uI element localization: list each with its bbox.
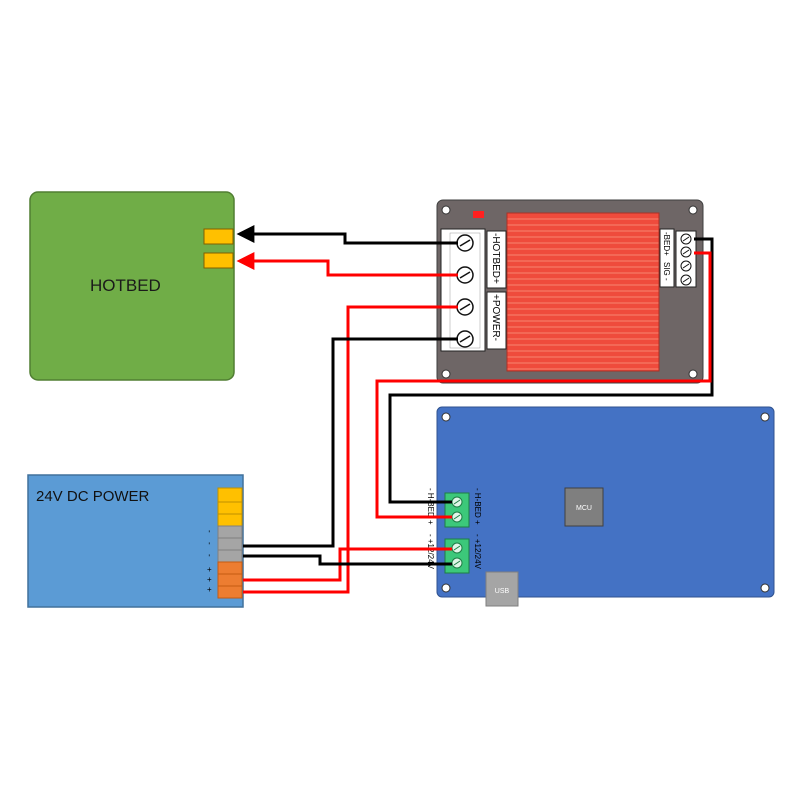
wire-signal-positive [375, 251, 712, 519]
mcu-chip [564, 487, 604, 527]
power-supply: 24V DC POWER - - - + + + [27, 474, 244, 608]
power-label-right: - +12/24V [473, 534, 482, 570]
psu-terminal-plus-1 [217, 561, 243, 575]
wire-signal-negative [388, 237, 714, 504]
psu-plus-label-1: + [207, 565, 212, 574]
wire-hotbed-positive [236, 252, 458, 277]
psu-plus-label-2: + [207, 575, 212, 584]
psu-minus-label-3: - [205, 554, 214, 557]
hbed-label-left: - H-BED + [426, 488, 435, 525]
psu-minus-label-2: - [205, 542, 214, 545]
mosfet-module: -HOTBED+ +POWER- -BED+ SIG - [436, 199, 704, 384]
signal-sig-label: SIG - [662, 262, 671, 281]
usb-port [485, 571, 519, 607]
power-supply-label: 24V DC POWER [36, 488, 150, 505]
screw-terminal-3 [456, 298, 474, 316]
hotbed: HOTBED [29, 191, 235, 381]
hotbed-label: HOTBED [90, 276, 161, 295]
psu-terminal-plus-3 [217, 585, 243, 599]
psu-plus-label-3: + [207, 585, 212, 594]
screw-terminal-1 [456, 234, 474, 252]
hbed-label-right: - H-BED + [473, 488, 482, 525]
signal-bed-label: -BED+ [662, 232, 671, 256]
screw-terminal-4 [456, 330, 474, 348]
heatsink [506, 212, 660, 372]
psu-terminal-minus-3 [217, 549, 243, 563]
wires [236, 225, 714, 594]
psu-terminal-plus-2 [217, 573, 243, 587]
usb-label: USB [495, 588, 510, 595]
controller-board: MCU USB - H-BED + - H-BED + - +12/24V - … [426, 406, 775, 607]
status-led [473, 211, 484, 218]
hotbed-terminal-positive [203, 252, 234, 269]
power-label-left: - +12/24V [426, 534, 435, 570]
mcu-label: MCU [576, 505, 592, 512]
wire-power-negative [243, 337, 458, 548]
screw-terminal-2 [456, 266, 474, 284]
wire-power-positive [243, 305, 458, 594]
hotbed-output-label: -HOTBED+ [490, 233, 501, 284]
hotbed-terminal-negative [203, 228, 234, 245]
wire-controller-negative [243, 554, 452, 566]
psu-minus-label-1: - [205, 530, 214, 533]
wire-hotbed-negative [236, 225, 458, 245]
power-input-label: +POWER- [490, 294, 501, 341]
psu-terminal-minus-2 [217, 537, 243, 551]
psu-terminal-minus-1 [217, 525, 243, 539]
